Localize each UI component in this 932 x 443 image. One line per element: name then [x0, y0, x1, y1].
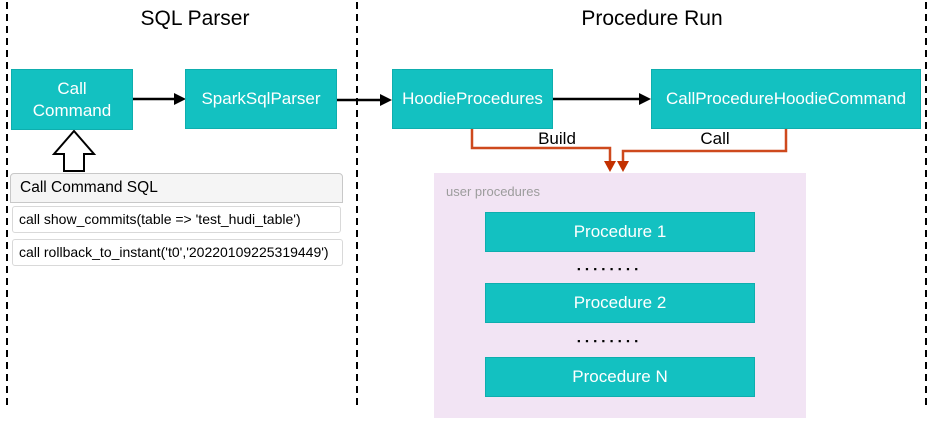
node-procedure-1: Procedure 1: [485, 212, 755, 252]
section-title-sql-parser: SQL Parser: [140, 7, 250, 30]
ellipsis-dots: ▪▪▪▪▪▪▪▪: [577, 264, 643, 274]
section-title-procedure-run: Procedure Run: [581, 7, 723, 30]
build-label: Build: [538, 129, 576, 148]
ellipsis-dots: ▪▪▪▪▪▪▪▪: [577, 336, 643, 346]
node-procedure-2: Procedure 2: [485, 283, 755, 323]
node-sparksqlparser: SparkSqlParser: [185, 69, 337, 129]
arrow-sparksqlparser-to-hoodieprocedures: [337, 94, 392, 106]
sql-box-header: Call Command SQL: [10, 173, 343, 203]
sql-example-row: call rollback_to_instant('t0','202201092…: [12, 239, 343, 266]
sql-example-row: call show_commits(table => 'test_hudi_ta…: [12, 206, 341, 233]
node-call-command: Call Command: [11, 69, 133, 130]
arrow-callcommand-to-sparksqlparser: [133, 93, 186, 105]
node-procedure-n: Procedure N: [485, 357, 755, 397]
up-block-arrow: [51, 129, 97, 172]
user-procedures-label: user procedures: [446, 184, 540, 199]
node-hoodieprocedures: HoodieProcedures: [392, 69, 553, 129]
call-label: Call: [700, 129, 730, 148]
arrow-hoodieprocedures-to-callprocedurehoodiecommand: [553, 93, 651, 105]
node-callprocedurehoodiecommand: CallProcedureHoodieCommand: [651, 69, 921, 129]
